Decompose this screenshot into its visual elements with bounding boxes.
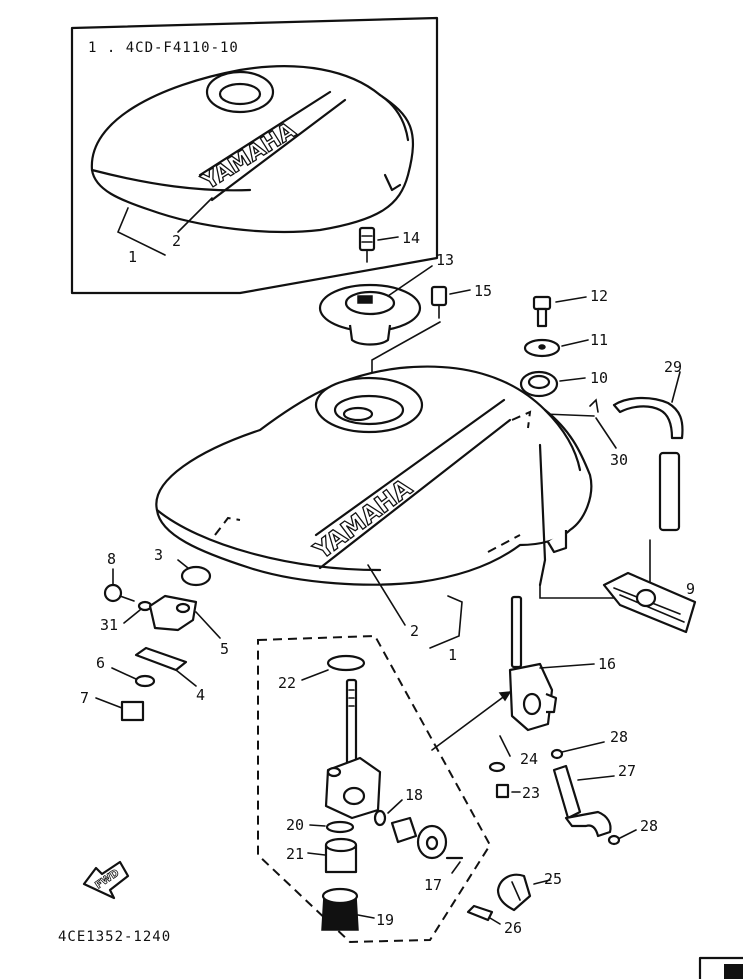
diagram-code: 4CE1352-1240 [58, 929, 171, 945]
callout-3: 3 [154, 546, 163, 564]
callout-28-upper: 28 [610, 728, 628, 746]
part-21-nut: 21 [286, 837, 358, 874]
part-24-washer: 24 [488, 735, 538, 773]
callout-17: 17 [424, 876, 442, 894]
part-20-gasket: 20 [286, 816, 355, 834]
fuel-cock-assembly [324, 678, 382, 820]
installed-fuel-cock: 16 [508, 595, 616, 732]
callout-18: 18 [405, 786, 423, 804]
inset-filler-cap [218, 82, 262, 106]
part-11-plate: 11 [523, 331, 608, 358]
part-3-grommet: 3 [154, 546, 212, 587]
part-7-bolt: 7 [80, 689, 145, 722]
fuel-tank-main: YAMAHA 2 1 [155, 365, 651, 664]
page-edge-block [724, 964, 743, 979]
callout-1: 1 [448, 646, 457, 664]
part-13-filler-cap: 13 [318, 251, 454, 346]
inset-label-2: 2 [172, 232, 181, 250]
callout-8: 8 [107, 550, 116, 568]
callout-14: 14 [402, 229, 420, 247]
callout-24: 24 [520, 750, 538, 768]
callout-10: 10 [590, 369, 608, 387]
inset-tank [90, 65, 415, 234]
callout-20: 20 [286, 816, 304, 834]
part-28-clip-upper: 28 [550, 728, 628, 760]
part-4-plate: 4 [134, 646, 205, 704]
callout-29: 29 [664, 358, 682, 376]
callout-2: 2 [410, 622, 419, 640]
callout-30: 30 [610, 451, 628, 469]
callout-7: 7 [80, 689, 89, 707]
callout-31: 31 [100, 616, 118, 634]
part-15-bolt: 15 [430, 282, 492, 319]
part-14-bolt: 14 [358, 226, 420, 263]
part-26-screw: 26 [466, 904, 522, 937]
part-18-oring: 18 [373, 786, 423, 827]
part-30-clip: 30 [543, 398, 628, 469]
part-12-bolt: 12 [532, 287, 608, 328]
part-29-hose: 29 [612, 358, 684, 532]
part-31-washer: 31 [100, 600, 153, 634]
inset-label-1: 1 [128, 248, 137, 266]
callout-13: 13 [436, 251, 454, 269]
inset-panel: 1 . 4CD-F4110-10 YAMAHA 2 1 [70, 16, 439, 295]
part-27-hose: 27 [552, 762, 636, 838]
callout-12: 12 [590, 287, 608, 305]
callout-6: 6 [96, 654, 105, 672]
fwd-arrow-icon: FWD [82, 860, 130, 900]
callout-21: 21 [286, 845, 304, 863]
part-6-washer: 6 [96, 654, 156, 688]
part-28-clip-lower: 28 [607, 817, 658, 846]
callout-28-lower: 28 [640, 817, 658, 835]
callout-22: 22 [278, 674, 296, 692]
callout-25: 25 [544, 870, 562, 888]
part-19-fuel-cup: 19 [321, 887, 394, 931]
part-lever: 17 [390, 816, 464, 894]
callout-11: 11 [590, 331, 608, 349]
part-10-grommet: 10 [519, 369, 608, 398]
callout-23: 23 [522, 784, 540, 802]
part-8-bolt: 8 [103, 550, 135, 603]
callout-15: 15 [474, 282, 492, 300]
callout-16: 16 [598, 655, 616, 673]
part-5-bracket: 5 [148, 594, 229, 658]
callout-4: 4 [196, 686, 205, 704]
part-25-cover: 25 [496, 870, 562, 912]
inset-part-code: 1 . 4CD-F4110-10 [88, 40, 239, 56]
part-9-damper: 9 [602, 571, 697, 634]
callout-27: 27 [618, 762, 636, 780]
callout-9: 9 [686, 580, 695, 598]
page-edge-frame [698, 956, 743, 979]
callout-26: 26 [504, 919, 522, 937]
fuel-tank-body [155, 365, 593, 586]
part-22-strainer-cap: 22 [278, 654, 366, 692]
part-23-screw: 23 [495, 783, 540, 802]
callout-19: 19 [376, 911, 394, 929]
callout-5: 5 [220, 640, 229, 658]
fuel-cock-detail-panel: 22 18 17 20 [257, 634, 512, 944]
